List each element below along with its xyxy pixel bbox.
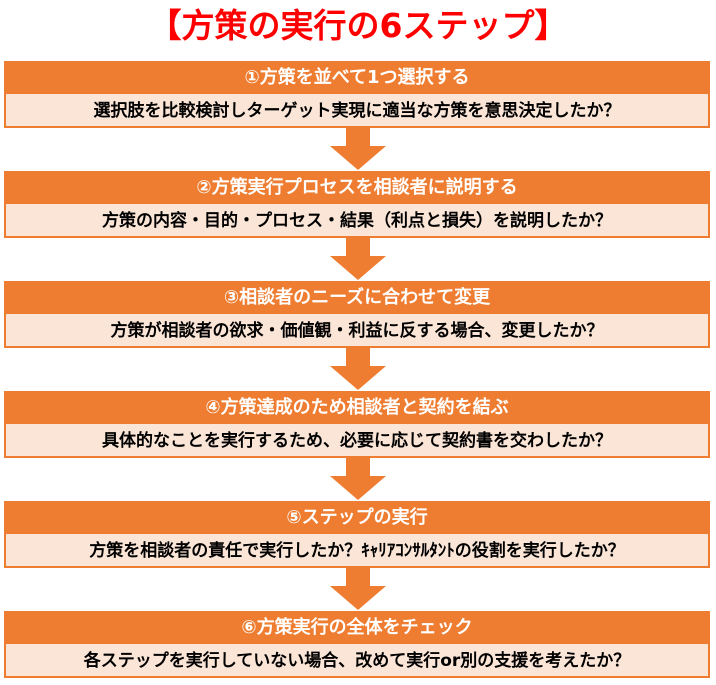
step-4-header: ④方策達成のため相談者と契約を結ぶ (4, 391, 710, 424)
step-1: ①方策を並べて1つ選択する 選択肢を比較検討しターゲット実現に適当な方策を意思決… (4, 61, 710, 128)
down-arrow-icon (330, 458, 386, 500)
step-5-header: ⑤ステップの実行 (4, 501, 710, 534)
down-arrow-icon (330, 348, 386, 390)
step-3-question: 方策が相談者の欲求・価値観・利益に反する場合、変更したか？ (4, 314, 710, 348)
step-1-header: ①方策を並べて1つ選択する (4, 61, 710, 94)
step-4-question: 具体的なことを実行するため、必要に応じて契約書を交わしたか？ (4, 424, 710, 458)
step-6-question: 各ステップを実行していない場合、改めて実行or別の支援を考えたか？ (4, 644, 710, 678)
step-6: ⑥方策実行の全体をチェック 各ステップを実行していない場合、改めて実行or別の支… (4, 611, 710, 678)
down-arrow-icon (330, 128, 386, 170)
page-title: 【方策の実行の6ステップ】 (148, 6, 568, 45)
step-3: ③相談者のニーズに合わせて変更 方策が相談者の欲求・価値観・利益に反する場合、変… (4, 281, 710, 348)
step-3-header: ③相談者のニーズに合わせて変更 (4, 281, 710, 314)
down-arrow-icon (330, 238, 386, 280)
step-2-header: ②方策実行プロセスを相談者に説明する (4, 171, 710, 204)
down-arrow-icon (330, 568, 386, 610)
step-5: ⑤ステップの実行 方策を相談者の責任で実行したか？ｷｬﾘｱｺﾝｻﾙﾀﾝﾄの役割を… (4, 501, 710, 568)
step-1-question: 選択肢を比較検討しターゲット実現に適当な方策を意思決定したか？ (4, 94, 710, 128)
step-6-header: ⑥方策実行の全体をチェック (4, 611, 710, 644)
step-4: ④方策達成のため相談者と契約を結ぶ 具体的なことを実行するため、必要に応じて契約… (4, 391, 710, 458)
step-2-question: 方策の内容・目的・プロセス・結果（利点と損失）を説明したか？ (4, 204, 710, 238)
step-2: ②方策実行プロセスを相談者に説明する 方策の内容・目的・プロセス・結果（利点と損… (4, 171, 710, 238)
step-5-question: 方策を相談者の責任で実行したか？ｷｬﾘｱｺﾝｻﾙﾀﾝﾄの役割を実行したか？ (4, 534, 710, 568)
